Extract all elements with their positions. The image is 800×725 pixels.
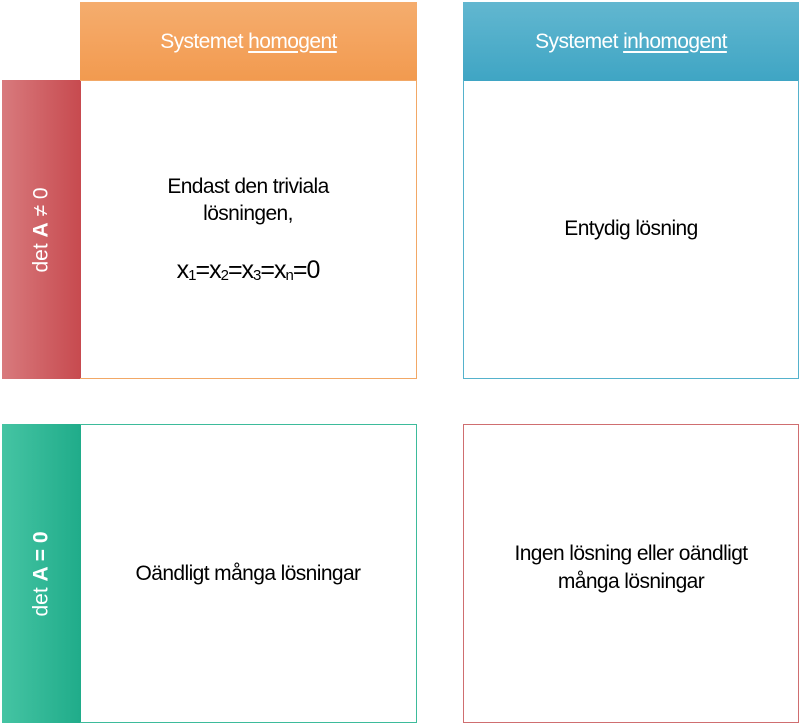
header-inhomogeneous: Systemet inhomogent: [463, 2, 799, 81]
cell-text-line2: många lösningar: [557, 569, 705, 593]
cell-homogeneous-zero: Oändligt många lösningar: [80, 424, 417, 723]
header-inhomogeneous-emph: inhomogent: [623, 29, 727, 53]
cell-text-line2: lösningen,: [203, 202, 293, 226]
cell-inhomogeneous-nonzero: Entydig lösning: [463, 80, 799, 379]
row-label-det-zero: det A = 0: [2, 424, 81, 723]
cell-inhomogeneous-zero: Ingen lösning eller oändligt många lösni…: [463, 424, 799, 723]
cell-text: Entydig lösning: [564, 217, 698, 241]
cell-homogeneous-nonzero: Endast den triviala lösningen, x1=x2=x3=…: [80, 80, 417, 379]
row-label-prefix: det: [29, 237, 53, 273]
cell-text: Oändligt många lösningar: [135, 561, 362, 585]
header-homogeneous-emph: homogent: [248, 29, 337, 53]
row-label-prefix: det: [29, 580, 53, 617]
header-inhomogeneous-prefix: Systemet: [535, 29, 624, 53]
row-label-bold: A: [29, 221, 53, 238]
trivial-solution-equation: x1=x2=x3=xn=0: [176, 255, 321, 284]
row-label-det-nonzero: det A ≠ 0: [2, 80, 81, 379]
header-homogeneous-prefix: Systemet: [160, 29, 249, 53]
row-label-suffix: ≠ 0: [29, 186, 53, 222]
cell-text-line1: Ingen lösning eller oändligt: [514, 542, 748, 566]
header-homogeneous: Systemet homogent: [80, 2, 417, 81]
row-label-bold: A = 0: [29, 530, 53, 581]
cell-text-line1: Endast den triviala: [167, 174, 329, 198]
